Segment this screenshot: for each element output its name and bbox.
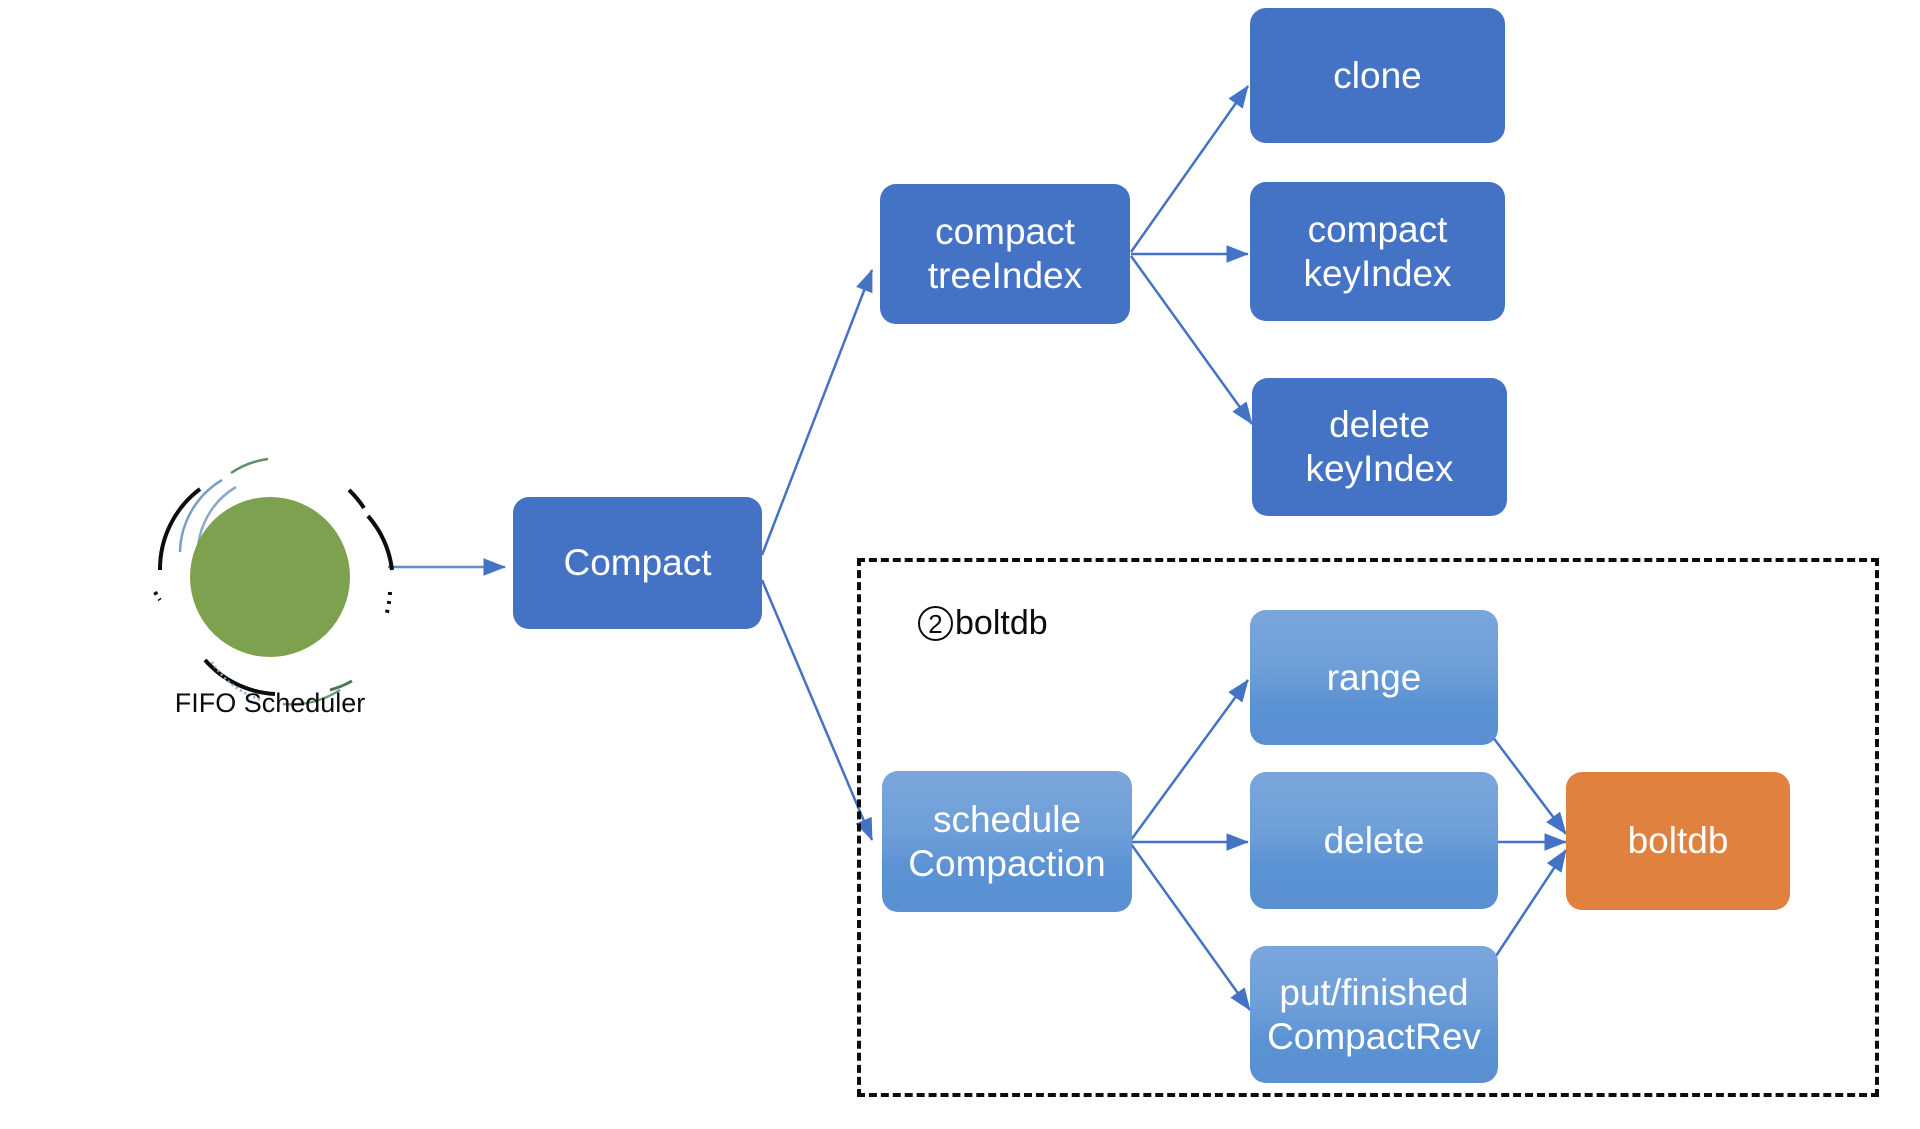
group-label-text: boltdb xyxy=(955,604,1048,642)
edge-compact-to-compact-treeindex xyxy=(760,269,874,556)
node-compact-keyindex[interactable]: compact keyIndex xyxy=(1250,182,1505,321)
node-compact-treeindex[interactable]: compact treeIndex xyxy=(880,184,1130,324)
fifo-scheduler-circle[interactable] xyxy=(190,497,350,657)
edge-compact-to-schedulecompaction xyxy=(760,579,874,841)
edge-compacttreeindex-to-deletekeyindex xyxy=(1129,255,1254,425)
node-put-finished-compactrev[interactable]: put/finished CompactRev xyxy=(1250,946,1498,1083)
edge-compacttreeindex-to-clone xyxy=(1129,85,1250,253)
group-number-badge: 2 xyxy=(918,606,953,641)
node-range[interactable]: range xyxy=(1250,610,1498,745)
fifo-scheduler-label: FIFO Scheduler xyxy=(174,688,366,718)
node-boltdb[interactable]: boltdb xyxy=(1566,772,1790,910)
node-delete-keyindex[interactable]: delete keyIndex xyxy=(1252,378,1507,516)
node-schedule-compaction[interactable]: schedule Compaction xyxy=(882,771,1132,912)
boltdb-group-label: 2 boltdb xyxy=(918,604,1048,643)
boltdb-group-box xyxy=(857,558,1879,1097)
node-compact[interactable]: Compact xyxy=(513,497,762,629)
node-delete[interactable]: delete xyxy=(1250,772,1498,909)
node-clone[interactable]: clone xyxy=(1250,8,1505,143)
